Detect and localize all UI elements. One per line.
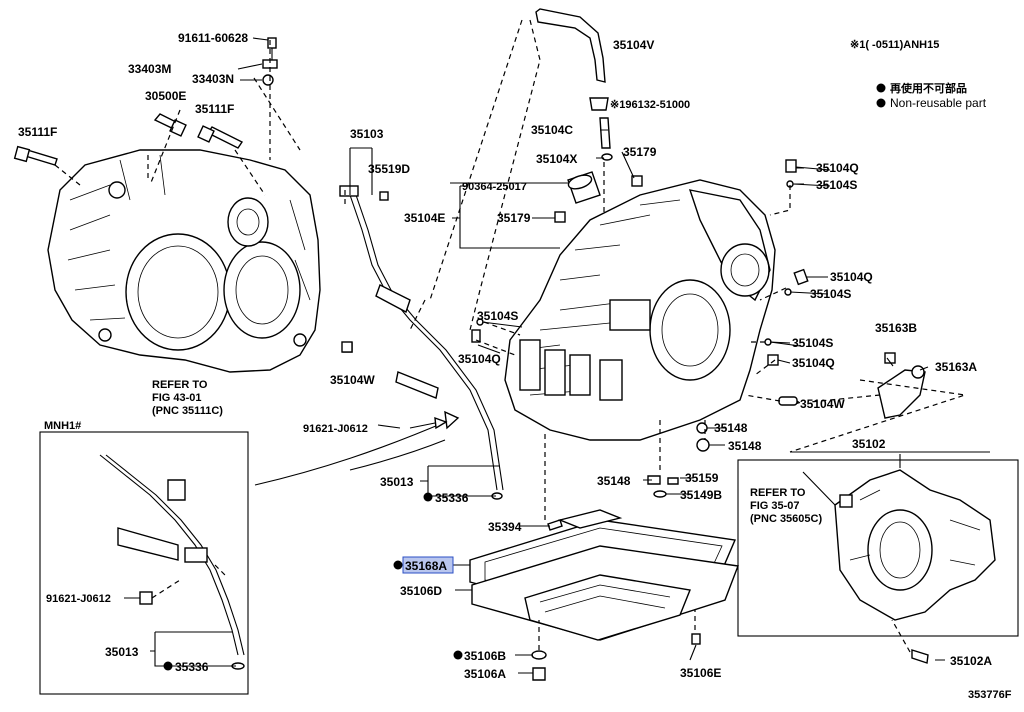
part-label[interactable]: 35106B [464,649,506,663]
part-label[interactable]: 35013 [380,475,414,489]
part-label[interactable]: ※196132-51000 [610,99,690,111]
transmission-case-illustration [504,179,776,441]
part-label[interactable]: 35104C [531,123,573,137]
filled-circle-icon [876,98,886,108]
part-label[interactable]: 35179 [497,211,531,225]
extension-housing-illustration [834,469,996,621]
part-label[interactable]: 35106D [400,584,442,598]
inset-box-left [39,431,249,695]
filled-circle-icon [423,492,433,502]
part-label[interactable]: 35104S [477,309,518,323]
refer-line: REFER TO [750,487,806,499]
legend-en: Non-reusable part [890,96,987,110]
part-label[interactable]: 35148 [714,421,748,435]
part-label[interactable]: 35394 [488,520,522,534]
part-label[interactable]: 90364-25017 [462,181,527,193]
filled-circle-icon [163,661,173,671]
part-label[interactable]: 35104V [613,38,654,52]
part-label[interactable]: 35111F [195,102,234,116]
part-label[interactable]: 30500E [145,89,186,103]
part-label[interactable]: 35104S [816,178,857,192]
figure-number: 353776F [968,689,1012,701]
part-label[interactable]: 35148 [728,439,762,453]
part-label-highlighted[interactable]: 35168A [405,559,447,573]
part-label[interactable]: 91621-J0612 [46,593,111,605]
part-label[interactable]: 35336 [435,491,469,505]
refer-line: (PNC 35111C) [152,405,223,417]
part-label[interactable]: 35102 [852,437,886,451]
part-label[interactable]: 33403M [128,62,171,76]
part-label[interactable]: 35104X [536,152,577,166]
refer-line: (PNC 35605C) [750,513,822,525]
part-label[interactable]: 35111F [18,125,57,139]
part-label[interactable]: 35163A [935,360,977,374]
part-label[interactable]: 35102A [950,654,992,668]
part-label[interactable]: 35149B [680,488,722,502]
part-label[interactable]: 35104Q [458,352,501,366]
part-label[interactable]: 35104W [800,397,845,411]
part-label[interactable]: 35148 [597,474,631,488]
part-label[interactable]: 35159 [685,471,719,485]
filled-circle-icon [393,560,403,570]
part-label[interactable]: 35106A [464,667,506,681]
part-label[interactable]: 35179 [623,145,657,159]
part-label[interactable]: 35106E [680,666,721,680]
part-label[interactable]: 91621-J0612 [303,423,368,435]
transaxle-housing-illustration [47,149,321,373]
dipstick-inset-illustration [99,454,245,670]
oil-pan-illustration [469,509,739,641]
part-label[interactable]: 35104S [792,336,833,350]
legend-jp: 再使用不可部品 [890,81,967,95]
refer-line: REFER TO [152,379,208,391]
bearing-illustration [567,171,601,204]
part-label[interactable]: 35104Q [830,270,873,284]
note-header: ※1( -0511)ANH15 [850,39,939,51]
part-label[interactable]: 35336 [175,660,209,674]
part-label[interactable]: 35104Q [792,356,835,370]
part-label[interactable]: 35104E [404,211,445,225]
highlight-35168A [402,556,454,574]
bracket-illustration [877,352,926,419]
part-label[interactable]: 35013 [105,645,139,659]
part-label[interactable]: 35103 [350,127,384,141]
dipstick-tube-illustration [339,185,504,500]
refer-line: FIG 43-01 [152,392,202,404]
part-label[interactable]: 33403N [192,72,234,86]
part-label[interactable]: 91611-60628 [178,31,248,45]
part-label[interactable]: 35163B [875,321,917,335]
inset-box-right [737,459,1019,637]
refer-line: FIG 35-07 [750,500,800,512]
part-label[interactable]: 35104S [810,287,851,301]
filled-circle-icon [453,650,463,660]
inset-title: MNH1# [44,420,81,432]
part-label[interactable]: 35104W [330,373,375,387]
filled-circle-icon [876,83,886,93]
part-label[interactable]: 35519D [368,162,410,176]
part-label[interactable]: 35104Q [816,161,859,175]
